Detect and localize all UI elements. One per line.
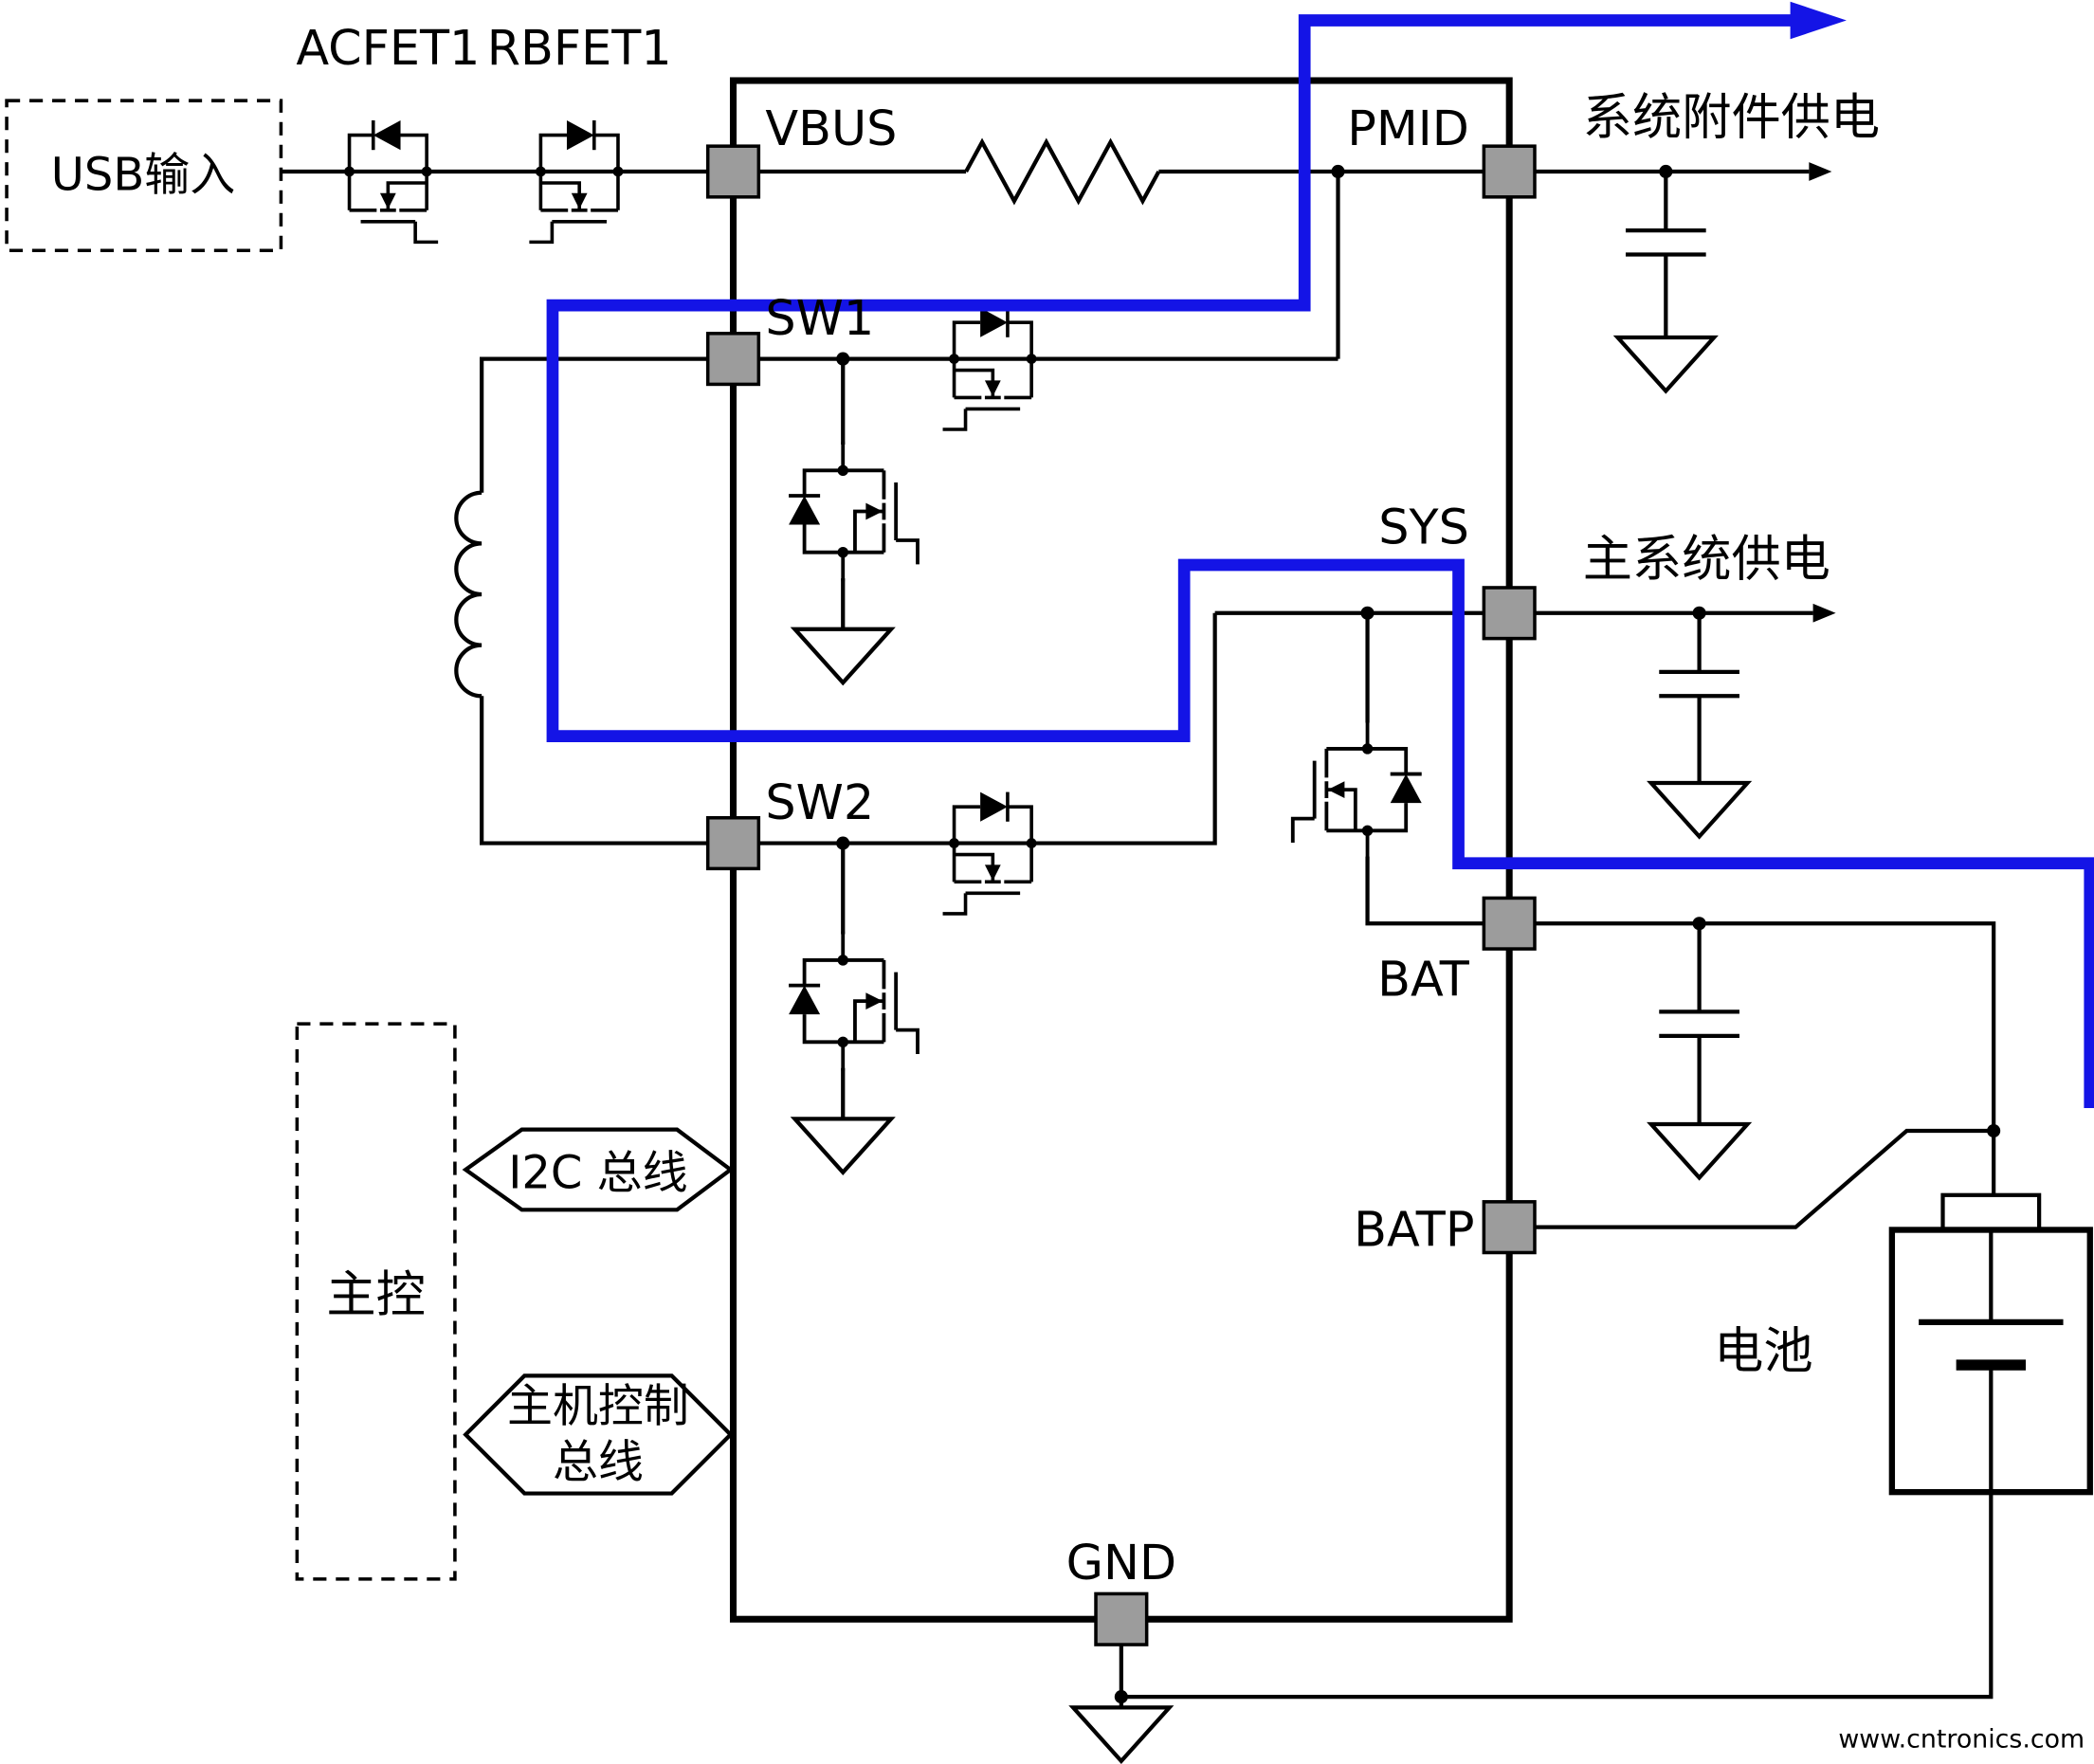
wires: [281, 137, 1996, 1708]
mosfet-sw1-highside-icon: [924, 305, 1061, 431]
pmid-output-label: 系统附件供电: [1583, 89, 1880, 146]
host-bus-label-line2: 总线: [553, 1436, 644, 1489]
capacitor-pmid-icon: [1625, 171, 1706, 338]
battery-label: 电池: [1714, 1323, 1812, 1380]
pin-sys: [1482, 586, 1537, 641]
i2c-bus-label: I2C 总线: [508, 1147, 687, 1200]
ground-icon-gnd-pin: [1073, 1707, 1170, 1760]
mosfet-batfet-icon: [1290, 718, 1424, 862]
inductor-icon: [454, 490, 483, 699]
capacitor-bat-icon: [1659, 923, 1739, 1124]
pin-label-batp: BATP: [1354, 1201, 1474, 1257]
resistor-icon: [964, 137, 1161, 206]
pin-label-sw2: SW2: [765, 774, 874, 830]
labels: USB输入 ACFET1 RBFET1 VBUS PMID 系统附件供电 SW1…: [51, 20, 2085, 1755]
acfet1-label: ACFET1: [296, 20, 480, 76]
sys-output-label: 主系统供电: [1583, 531, 1830, 588]
junction-dots: [836, 164, 2001, 1704]
pin-sw2: [705, 815, 761, 871]
mosfet-sw2-highside-icon: [924, 790, 1061, 916]
wire-battery-return: [1120, 1492, 1994, 1700]
ground-icon-sw1: [794, 629, 891, 682]
host-bus-label-line1: 主机控制: [507, 1379, 689, 1432]
pin-gnd: [1094, 1591, 1149, 1646]
mosfet-sw1-lowside-icon: [787, 439, 920, 584]
bus-flag-host-control: [463, 1373, 734, 1496]
wire-batp: [1534, 1128, 1994, 1229]
power-path-arrow-icon: [1790, 1, 1847, 40]
power-path: [546, 1, 2094, 1109]
power-path-line: [546, 14, 2094, 1109]
pin-label-gnd: GND: [1066, 1535, 1176, 1591]
arrow-sys-out-icon: [1812, 603, 1836, 623]
mosfet-sw2-lowside-icon: [787, 929, 920, 1073]
mosfet-rbfet1-icon: [511, 118, 647, 245]
pin-label-pmid: PMID: [1347, 100, 1469, 156]
wire-sw2-internal: [758, 610, 1484, 846]
battery-icon: [1888, 1192, 2093, 1496]
ic-pins: [705, 144, 1537, 1646]
wire-bat-to-battery: [1534, 921, 1996, 1195]
wire-batfet-branch: [1365, 612, 1484, 926]
ground-icon-sys-cap: [1651, 783, 1748, 836]
pin-sw1: [705, 332, 761, 387]
arrow-pmid-out-icon: [1809, 162, 1832, 181]
usb-input-box: [5, 99, 283, 253]
capacitor-sys-icon: [1659, 612, 1739, 784]
pin-vbus: [705, 144, 761, 199]
pin-label-sys: SYS: [1378, 499, 1469, 555]
ground-icon-sw2: [794, 1118, 891, 1172]
pin-label-bat: BAT: [1377, 951, 1470, 1007]
usb-input-label: USB输入: [51, 149, 235, 202]
pin-label-sw1: SW1: [765, 290, 874, 346]
rbfet1-label: RBFET1: [487, 20, 672, 76]
wire-inductor-to-sw2: [480, 696, 708, 846]
wire-sw1-to-inductor: [480, 356, 708, 493]
watermark-text: www.cntronics.com: [1838, 1725, 2085, 1755]
pin-pmid: [1482, 144, 1537, 199]
ground-icon-pmid-cap: [1618, 337, 1715, 391]
mcu-label: 主控: [326, 1267, 425, 1324]
pin-bat: [1482, 896, 1537, 951]
mosfet-acfet1-icon: [319, 118, 456, 245]
pin-label-vbus: VBUS: [765, 100, 897, 156]
pin-batp: [1482, 1200, 1537, 1255]
ground-icon-bat-cap: [1651, 1124, 1748, 1177]
bus-flag-i2c: [462, 1127, 735, 1212]
mcu-box: [295, 1022, 457, 1581]
